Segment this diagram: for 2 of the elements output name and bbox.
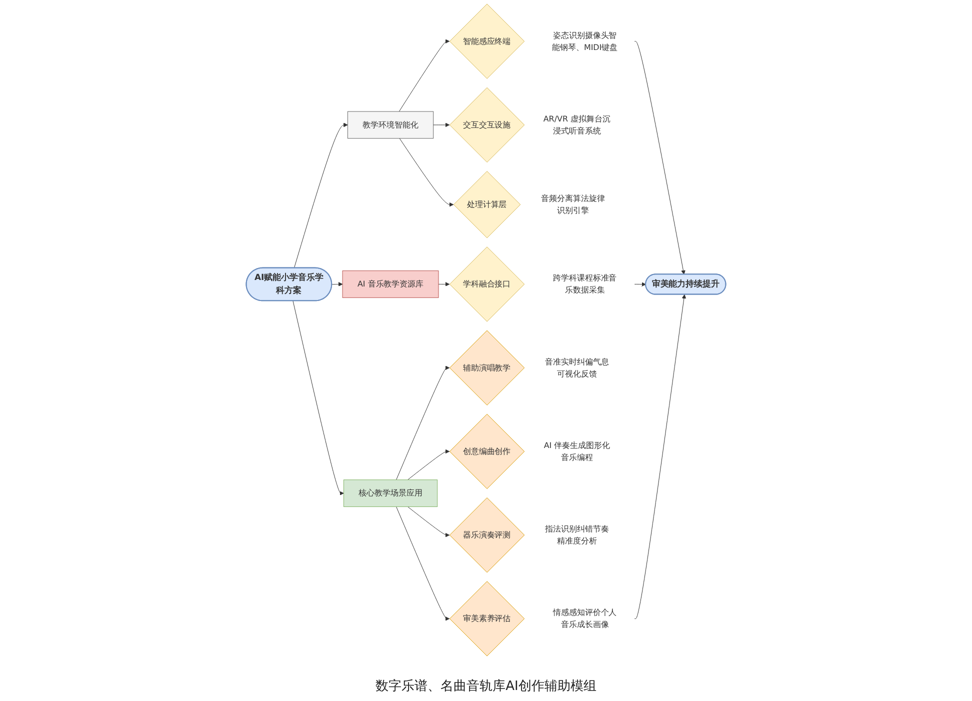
note-text: 数字乐谱、名曲音轨库AI创作辅助模组 bbox=[376, 679, 596, 694]
arrow bbox=[433, 122, 450, 128]
